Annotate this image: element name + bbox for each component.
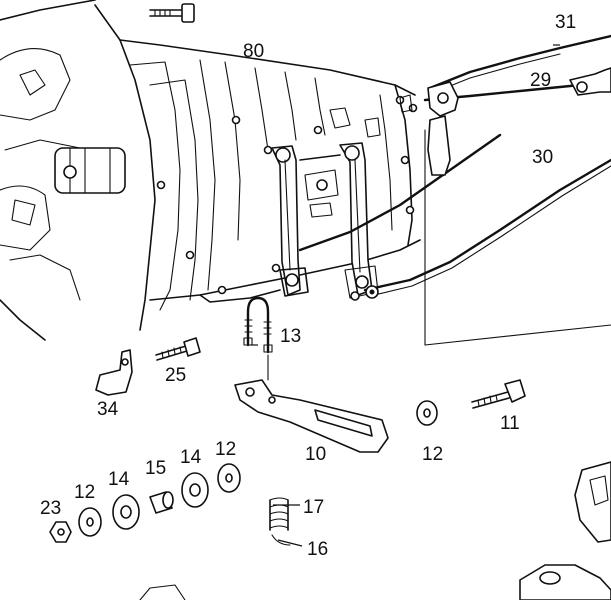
callout-leaders: [250, 44, 560, 547]
callout-11: 11: [500, 413, 520, 434]
callout-14-right: 14: [180, 447, 202, 468]
callout-17: 17: [303, 497, 324, 518]
mounts-right-bottom: [139, 461, 611, 600]
callout-31: 31: [555, 12, 576, 33]
part-13-u-clamp: [243, 296, 273, 354]
callout-15: 15: [145, 458, 166, 479]
shift-rods: [298, 34, 611, 346]
callouts: 80 31 29 30 13 25 34 10 12 11 12 14 15 1…: [40, 12, 576, 560]
small-parts-row: [49, 463, 241, 543]
callout-34: 34: [97, 399, 119, 420]
callout-12-left: 12: [74, 482, 95, 503]
callout-12-right: 12: [422, 444, 443, 465]
callout-23: 23: [40, 498, 61, 519]
callout-10: 10: [305, 444, 326, 465]
part-25-bolt: [155, 337, 201, 361]
part-11-bolt: [471, 379, 526, 409]
engine-block: [0, 0, 126, 341]
part-12-washer-right: [416, 400, 438, 426]
part-10-bracket: [234, 354, 389, 453]
callout-14-left: 14: [108, 469, 130, 490]
callout-16: 16: [307, 539, 328, 560]
callout-29: 29: [530, 70, 551, 91]
top-bolt: [149, 3, 195, 23]
callout-13: 13: [280, 326, 301, 347]
callout-12-top: 12: [215, 439, 236, 460]
gearbox-housing: [94, 4, 421, 331]
callout-25: 25: [165, 365, 186, 386]
part-34-bracket: [95, 349, 133, 396]
shift-levers: [271, 142, 379, 299]
callout-30: 30: [532, 147, 553, 168]
callout-80: 80: [243, 41, 264, 62]
